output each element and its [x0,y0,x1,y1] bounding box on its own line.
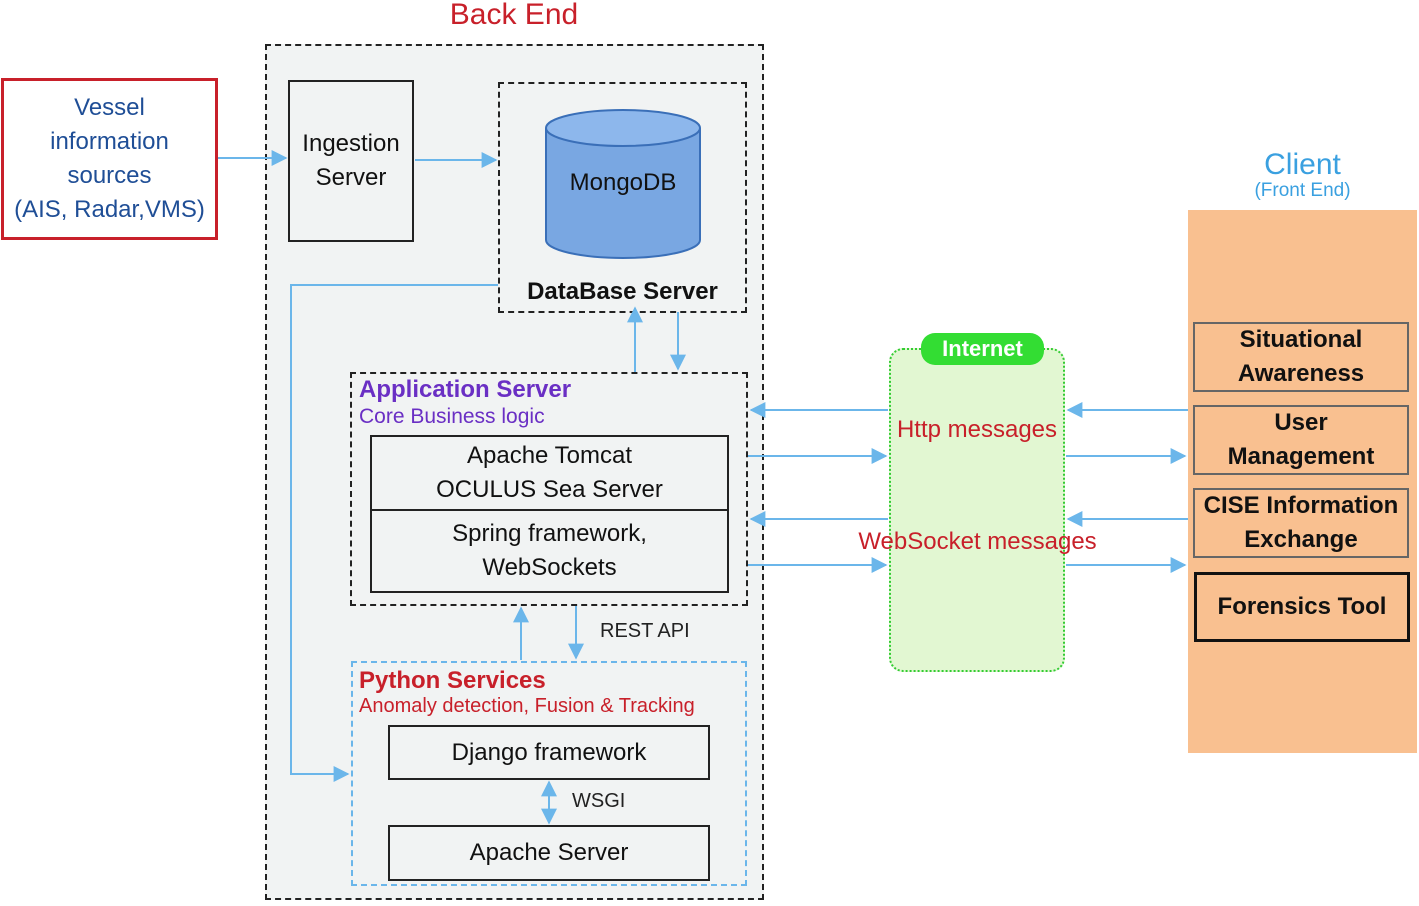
vessel-sources-line1: Vessel [74,94,145,121]
vessel-sources-box: Vessel information sources (AIS, Radar,V… [1,78,218,240]
cise-information-exchange-module: CISE Information Exchange [1193,488,1409,558]
application-server-subtitle: Core Business logic [359,405,545,428]
mongodb-label: MongoDB [569,169,677,196]
spring-box: Spring framework, WebSockets [370,509,729,593]
ingestion-line1: Ingestion [302,130,400,157]
websocket-messages-label: WebSocket messages [858,528,1097,555]
ingestion-line2: Server [315,164,387,191]
user-management-module: User Management [1193,405,1409,475]
django-box: Django framework [388,725,710,780]
spring-line1: Spring framework, [452,520,647,547]
apache-server-box: Apache Server [388,825,710,881]
python-services-subtitle: Anomaly detection, Fusion & Tracking [359,695,695,717]
situational-awareness-module: Situational Awareness [1193,322,1409,392]
vessel-sources-line4: (AIS, Radar,VMS) [14,196,205,223]
ingestion-server-box: Ingestion Server [288,80,414,242]
database-server-box [498,82,747,313]
client-subtitle: (Front End) [1254,180,1351,201]
mongodb-cylinder [545,109,701,259]
internet-cloud [889,348,1065,672]
python-services-title: Python Services [359,667,546,694]
internet-badge: Internet [921,333,1044,365]
database-server-label: DataBase Server [527,278,718,305]
tomcat-line1: Apache Tomcat [467,442,632,469]
application-server-box [350,372,748,606]
db-to-python-arrow [290,284,498,782]
http-messages-label: Http messages [896,416,1058,443]
forensics-tool-module: Forensics Tool [1194,572,1410,642]
rest-api-label: REST API [600,620,690,642]
vessel-sources-line3: sources [67,162,152,189]
back-end-title: Back End [449,0,579,31]
python-services-box [351,661,747,886]
client-title: Client [1264,148,1341,181]
wsgi-label: WSGI [572,790,626,812]
spring-line2: WebSockets [482,554,617,581]
tomcat-line2: OCULUS Sea Server [436,476,663,503]
vessel-sources-line2: information [50,128,169,155]
application-server-title: Application Server [359,376,572,403]
client-panel [1188,210,1417,753]
